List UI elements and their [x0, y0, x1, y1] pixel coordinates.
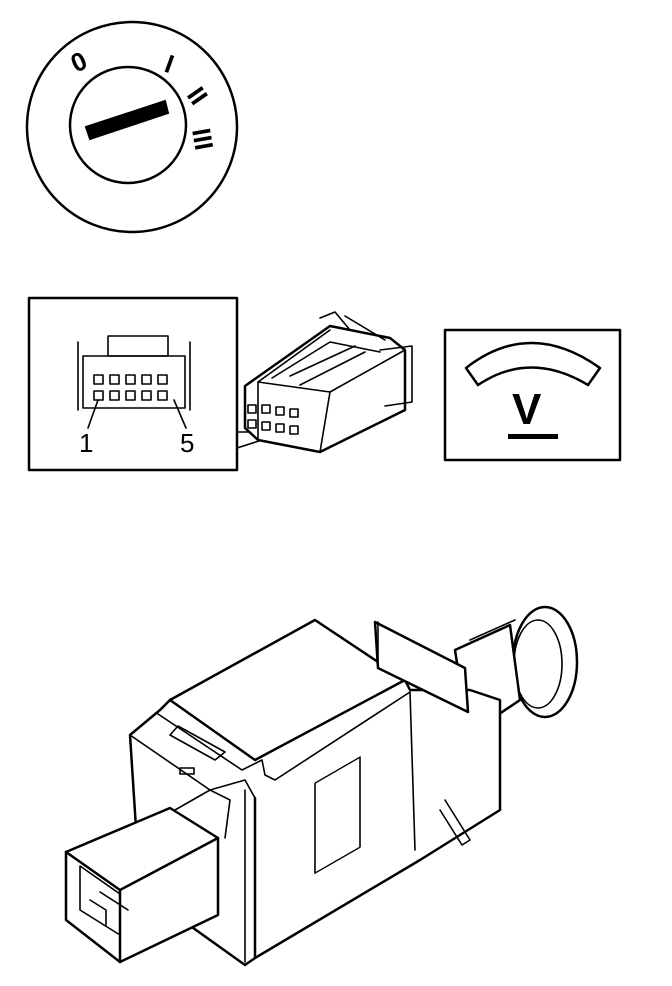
ignition-position-0: 0: [66, 45, 92, 78]
pin-label-1: 1: [79, 428, 93, 458]
plug-connector-icon: [243, 311, 413, 454]
pin-label-5: 5: [180, 428, 194, 458]
dc-symbol-bar: [508, 434, 558, 439]
brake-light-switch-icon: [64, 605, 579, 967]
voltmeter-symbol: V: [512, 385, 542, 434]
ignition-position-III: III: [186, 126, 219, 153]
connector-pin-diagram: 1 5: [27, 296, 263, 472]
voltmeter-icon: V: [443, 328, 622, 462]
ignition-position-II: II: [181, 81, 214, 110]
connector-pins-top-row: [93, 374, 168, 385]
connector-pins-bottom-row: [93, 390, 168, 401]
ignition-position-I: I: [161, 48, 178, 79]
ignition-switch-icon: 0 I II III: [25, 20, 239, 234]
